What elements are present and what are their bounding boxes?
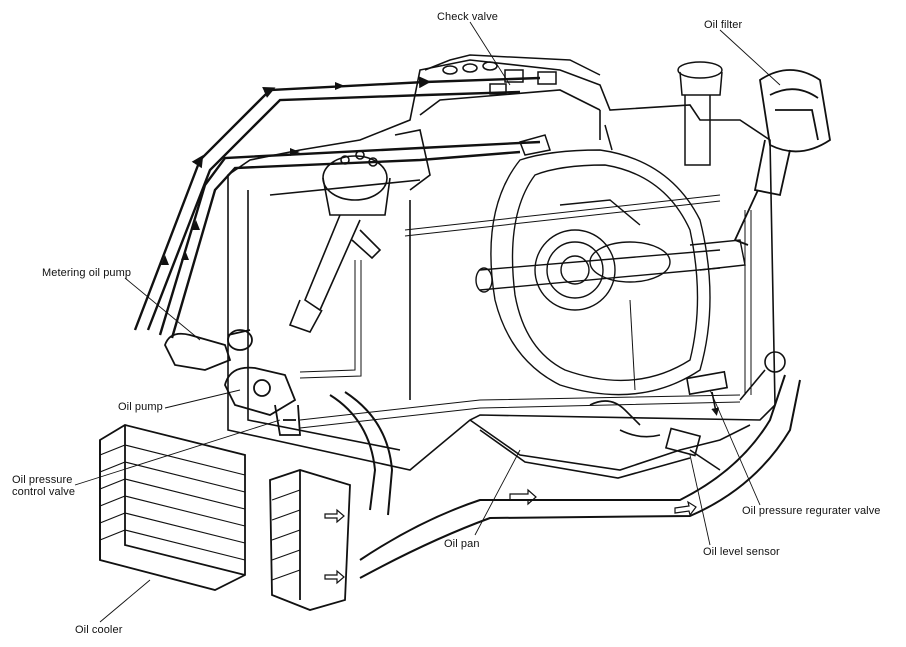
oil-pan-label: Oil pan <box>444 538 480 550</box>
engine-block <box>227 59 776 471</box>
oil-pressure-control-valve-label-line1: Oil pressure <box>12 474 73 486</box>
oil-filter <box>733 69 831 246</box>
hose-flow-arrows <box>324 488 697 585</box>
rotor-housing <box>475 149 746 396</box>
oil-pressure-control-valve-label-line2: control valve <box>12 486 76 498</box>
oil-pressure-regulator-valve <box>685 351 786 416</box>
oil-level-sensor <box>664 427 721 471</box>
distributor <box>288 150 391 333</box>
flow-arrows <box>161 82 345 265</box>
oil-passages <box>299 194 752 429</box>
check-valves <box>424 54 613 156</box>
check-valve-label: Check valve <box>437 11 499 23</box>
oil-filter-label: Oil filter <box>704 19 743 31</box>
oil-cooler-label: Oil cooler <box>75 624 123 636</box>
metering-oil-pump-label: Metering oil pump <box>42 267 132 279</box>
oil-pressure-regulator-valve-label: Oil pressure regurater valve <box>742 505 881 517</box>
oil-cooler <box>99 424 351 611</box>
oil-pan <box>469 400 751 479</box>
metering-oil-lines <box>133 76 541 339</box>
oil-cooler-hoses <box>329 374 801 579</box>
metering-oil-pump <box>164 329 253 371</box>
oil-pump-label: Oil pump <box>118 401 163 413</box>
oil-pressure-control-valve-label: Oil pressure control valve <box>12 474 75 498</box>
oil-pump <box>224 366 301 436</box>
oil-filler-tube <box>677 61 723 166</box>
leader-lines <box>74 21 781 623</box>
oil-level-sensor-label: Oil level sensor <box>703 546 780 558</box>
